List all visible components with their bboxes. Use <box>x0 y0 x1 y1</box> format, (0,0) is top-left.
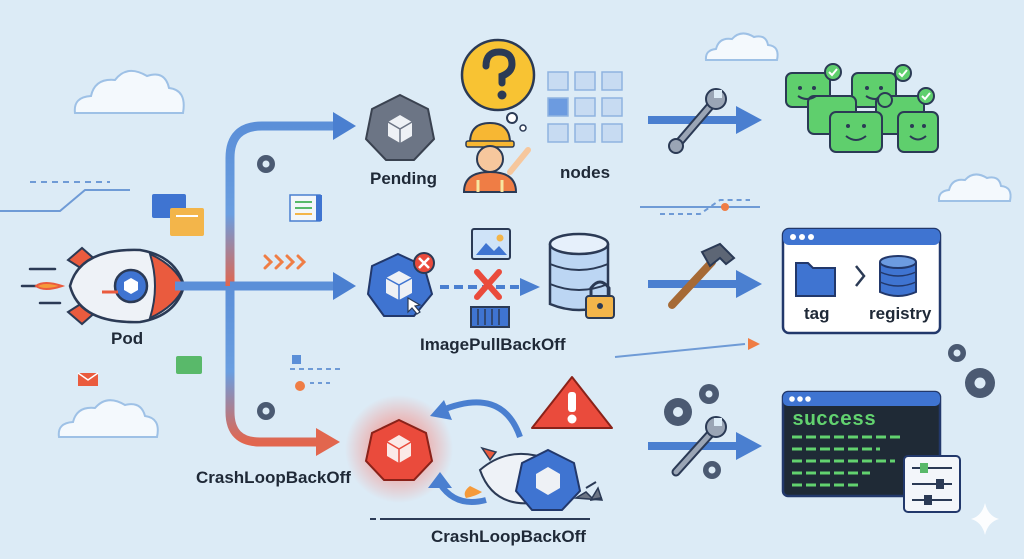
cloud-icon <box>73 69 185 114</box>
image-icon <box>471 228 511 260</box>
tag-label: tag <box>804 304 830 323</box>
blocked-x-icon <box>474 269 502 300</box>
gear-icon <box>965 368 995 398</box>
nodes-label: nodes <box>560 163 611 182</box>
healthy-nodes-icon <box>785 63 939 153</box>
list-doc-icon <box>289 194 322 222</box>
pending-hexagon-icon <box>364 93 436 161</box>
gear-icon <box>257 155 275 173</box>
gear-icon <box>703 461 721 479</box>
document-icon <box>176 356 202 374</box>
nodes-grid <box>547 71 623 143</box>
restart-loop-arrow <box>438 399 523 439</box>
success-text: success <box>792 409 877 432</box>
database-lock-icon <box>548 232 615 319</box>
rocket-icon <box>34 246 186 326</box>
question-bubble-icon <box>460 38 536 132</box>
document-icon <box>152 194 204 236</box>
mail-icon <box>77 372 99 386</box>
database-icon <box>879 255 917 297</box>
wrench-icon <box>671 416 727 477</box>
confused-worker-icon <box>462 121 531 193</box>
terminal-window <box>781 390 942 498</box>
gear-icon <box>257 402 275 420</box>
crash-hexagon-icon <box>364 418 434 481</box>
check-icon <box>824 63 935 108</box>
gear-icon <box>699 384 719 404</box>
folder-icon <box>795 262 836 297</box>
cloud-icon <box>704 32 779 61</box>
crash-bottom-label: CrashLoopBackOff <box>431 527 586 546</box>
registry-window <box>781 227 942 335</box>
circuit-lines <box>0 181 760 384</box>
cloud-icon <box>57 399 159 438</box>
sparkle-icon <box>971 503 999 535</box>
settings-sliders-icon <box>903 455 961 513</box>
cloud-icon <box>937 173 1012 202</box>
pending-label: Pending <box>370 169 438 188</box>
imagepull-hexagon-icon <box>366 252 435 317</box>
warning-icon <box>531 376 613 429</box>
gear-icon <box>948 344 966 362</box>
wrench-icon <box>668 88 727 154</box>
pod-label: Pod <box>111 329 144 348</box>
registry-label: registry <box>869 304 932 323</box>
gear-icon <box>664 398 692 426</box>
crash-left-label: CrashLoopBackOff <box>196 468 351 487</box>
imagepull-label: ImagePullBackOff <box>420 335 566 354</box>
chevrons-icon <box>263 254 307 270</box>
branch-to-crash <box>225 286 320 447</box>
hammer-icon <box>668 242 736 309</box>
crashed-rocket-icon <box>464 446 604 511</box>
container-icon <box>470 306 510 328</box>
branch-to-pending <box>225 121 343 291</box>
